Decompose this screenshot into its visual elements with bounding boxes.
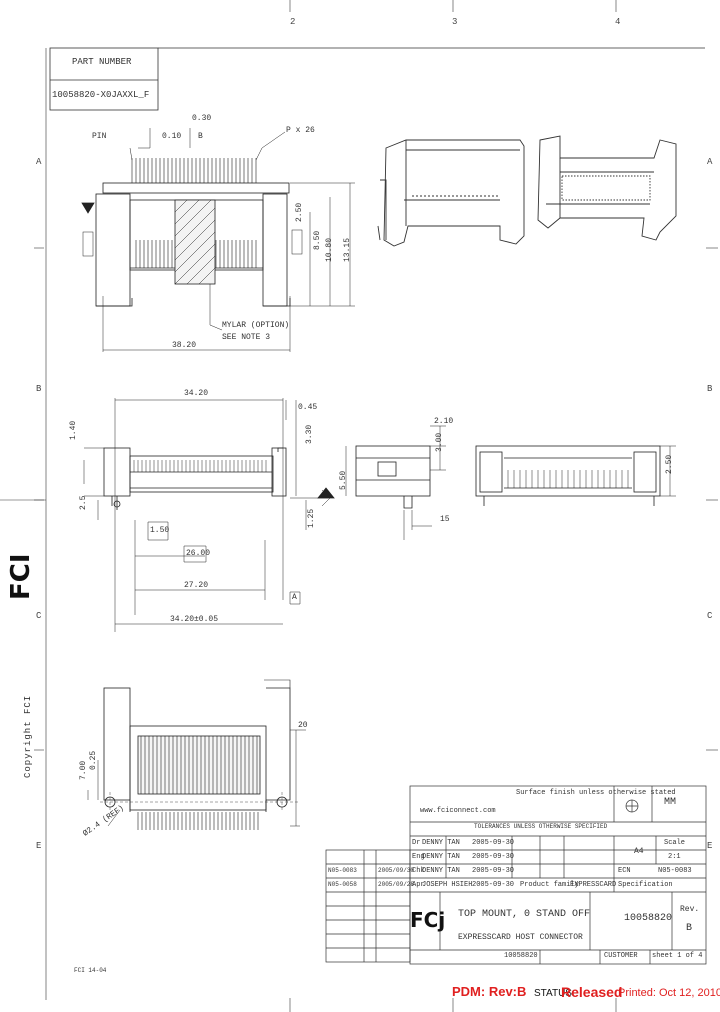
pin-callout-right: P x 26 <box>286 126 315 135</box>
title-line-2: EXPRESSCARD HOST CONNECTOR <box>458 933 583 942</box>
row-date-dr: 2005-09-30 <box>472 839 515 847</box>
row-date-chk: 2005-09-30 <box>472 867 515 875</box>
surface-note: Surface finish unless otherwise stated <box>516 789 676 797</box>
spec-label: Specification <box>618 881 673 889</box>
row-name-dr: DENNY TAN <box>422 839 460 847</box>
ecn-value: N05-0083 <box>658 867 692 875</box>
dim-27-20: 27.20 <box>184 581 209 590</box>
copyright-text: Copyright FCI <box>23 694 33 778</box>
isometric-view-1 <box>377 139 525 247</box>
row-name-eng: DENNY TAN <box>422 853 460 861</box>
dim-0-30: 0.30 <box>192 114 212 123</box>
zone-label-right-e: E <box>707 841 713 851</box>
top-view <box>81 128 355 352</box>
dim-0-25: 0.25 <box>89 750 98 770</box>
row-name-apr: JOSEPH HSIEH <box>422 881 473 889</box>
dim-34-20-bottom: 34.20±0.05 <box>170 615 219 624</box>
datum-b: B <box>198 132 203 141</box>
status-value: Released <box>561 984 623 1000</box>
note-see-note-3: SEE NOTE 3 <box>222 333 271 342</box>
rev-row-2-date: 2005/09/28 <box>378 881 415 888</box>
note-mylar: MYLAR (OPTION) <box>222 321 290 330</box>
dim-3-00: 3.00 <box>435 432 444 452</box>
dim-8-50: 8.50 <box>313 230 322 250</box>
zone-label-top-3: 3 <box>452 17 458 27</box>
fci-side-logo: FCI <box>6 553 36 600</box>
dim-1-25: 1.25 <box>307 508 316 528</box>
zone-label-left-e: E <box>36 841 42 851</box>
sheet-label: sheet 1 of 4 <box>652 952 703 960</box>
fci-title-logo: FCj <box>410 908 446 932</box>
dim-0-45: 0.45 <box>298 403 318 412</box>
dim-2-5: 2.5 <box>79 495 88 510</box>
scale-value: 2:1 <box>668 853 681 861</box>
zone-label-right-c: C <box>707 611 713 621</box>
front-view <box>475 445 676 506</box>
drawing-number: 10058820 <box>624 913 673 924</box>
printed-date: Printed: Oct 12, 2010 <box>618 987 720 999</box>
unit-mm: MM <box>664 797 677 808</box>
zone-label-left-a: A <box>36 157 42 167</box>
dim-5-50: 5.50 <box>339 470 348 490</box>
bottom-view <box>87 679 306 830</box>
row-date-eng: 2005-09-30 <box>472 853 515 861</box>
dim-26-00: 26.00 <box>186 549 211 558</box>
isometric-view-2 <box>537 135 677 241</box>
ecn-label: ECN <box>618 867 631 875</box>
part-ref: 10058820 <box>504 952 538 960</box>
title-line-1: TOP MOUNT, 0 STAND OFF <box>458 909 591 920</box>
family-value: EXPRESSCARD <box>570 881 617 889</box>
dim-1-50: 1.50 <box>150 526 170 535</box>
row-role-eng: Eng <box>412 853 425 861</box>
dim-2-50-front: 2.50 <box>665 454 674 474</box>
dim-15: 15 <box>440 515 450 524</box>
status-label: STATUS <box>534 988 572 999</box>
rev-row-1-date: 2005/09/30 <box>378 867 415 874</box>
family-label: Product family <box>520 881 579 889</box>
sheet-size: A4 <box>634 847 644 856</box>
dim-20: 20 <box>298 721 308 730</box>
end-view <box>345 425 446 540</box>
tolerance-note: TOLERANCES UNLESS OTHERWISE SPECIFIED <box>474 823 608 830</box>
dim-1-40: 1.40 <box>69 420 78 440</box>
part-number-value: 10058820-X0JAXXL_F <box>52 90 150 100</box>
scale-label: Scale <box>664 839 686 847</box>
dim-13-15: 13.15 <box>343 237 352 262</box>
pin-callout-left: PIN <box>92 132 107 141</box>
pdm-revision: PDM: Rev:B <box>452 984 527 999</box>
zone-label-top-4: 4 <box>615 17 621 27</box>
title-block <box>325 785 707 965</box>
row-date-apr: 2005-09-30 <box>472 881 515 889</box>
zone-label-top-2: 2 <box>290 17 296 27</box>
dim-2-10: 2.10 <box>434 417 454 426</box>
row-role-apr: Apr <box>412 881 425 889</box>
dim-7-00: 7.00 <box>79 760 88 780</box>
dim-10-80: 10.80 <box>325 237 334 262</box>
zone-label-left-c: C <box>36 611 42 621</box>
dim-34-20-top: 34.20 <box>184 389 209 398</box>
dim-3-30: 3.30 <box>305 424 314 444</box>
tolerance-value: 0.10 <box>162 132 182 141</box>
row-role-dr: Dr <box>412 839 421 847</box>
side-view <box>83 398 335 632</box>
rev-row-1-ecn: N05-0083 <box>328 867 357 874</box>
customer-label: CUSTOMER <box>604 952 638 960</box>
dim-2-50: 2.50 <box>295 202 304 222</box>
part-number-header: PART NUMBER <box>72 57 132 67</box>
zone-label-left-b: B <box>36 384 42 394</box>
zone-label-right-a: A <box>707 157 713 167</box>
website: www.fciconnect.com <box>420 807 496 815</box>
rev-row-2-ecn: N05-0058 <box>328 881 357 888</box>
datum-a: A <box>292 593 297 602</box>
rev-value: B <box>686 923 693 934</box>
rev-label: Rev. <box>680 905 700 914</box>
zone-label-right-b: B <box>707 384 713 394</box>
row-role-chk: Chk <box>412 867 425 875</box>
part-number-box <box>49 47 705 111</box>
row-name-chk: DENNY TAN <box>422 867 460 875</box>
corner-note: FCI 14-04 <box>74 967 107 974</box>
dim-38-20: 38.20 <box>172 341 197 350</box>
